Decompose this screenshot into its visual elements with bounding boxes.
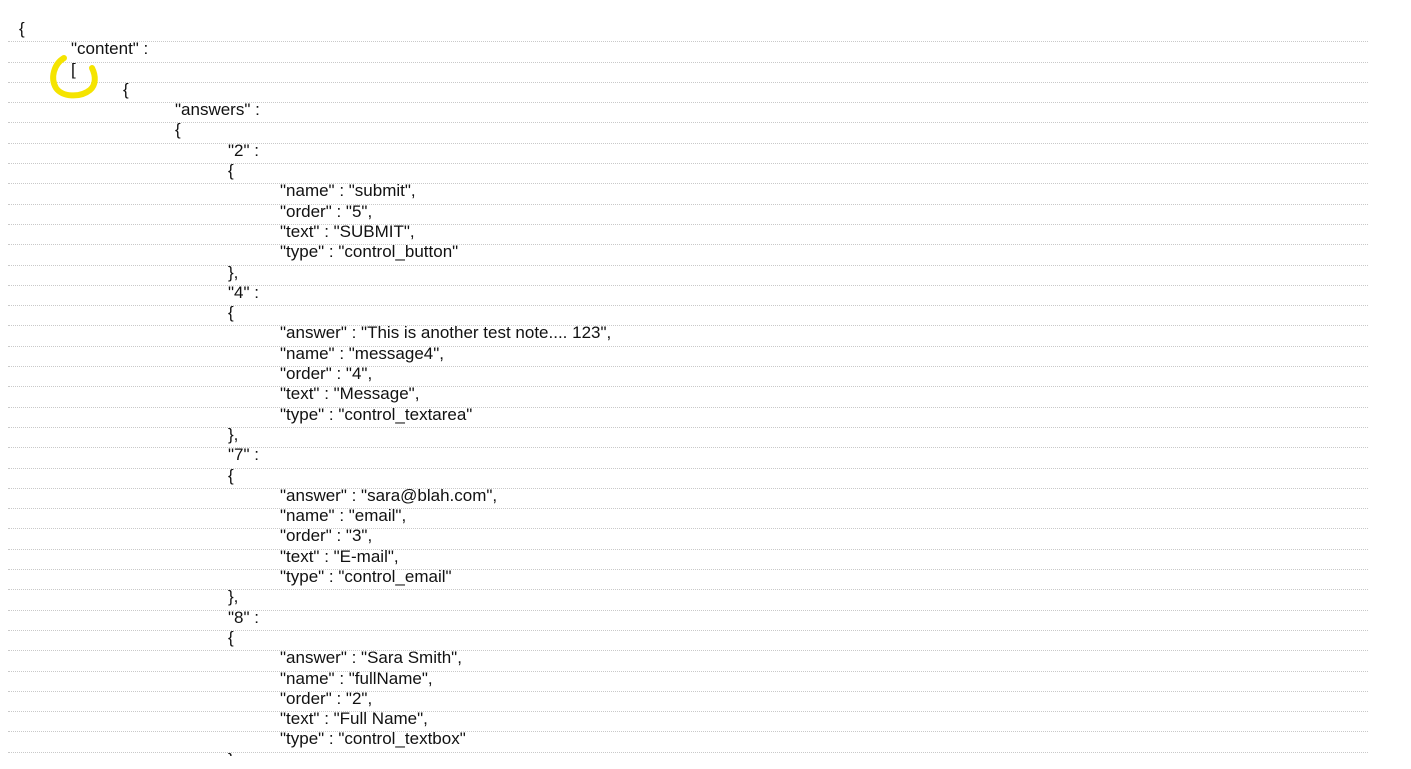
json-line: "text" : "E-mail", bbox=[8, 547, 1368, 571]
json-line: { bbox=[8, 303, 1368, 327]
json-line: "8" : bbox=[8, 608, 1368, 631]
json-line: "type" : "control_textbox" bbox=[8, 729, 1368, 753]
json-document: { "content" : [ { "answers" : { "2" : { … bbox=[8, 8, 1403, 756]
json-line: "order" : "5", bbox=[8, 202, 1368, 225]
json-line: "text" : "SUBMIT", bbox=[8, 222, 1368, 246]
json-line: "type" : "control_button" bbox=[8, 242, 1368, 266]
json-line: "answer" : "Sara Smith", bbox=[8, 648, 1368, 672]
json-line: "name" : "message4", bbox=[8, 344, 1368, 368]
json-line: }, bbox=[8, 425, 1368, 449]
json-line: "name" : "fullName", bbox=[8, 669, 1368, 692]
json-line: [ bbox=[8, 60, 1368, 83]
json-line: }, bbox=[8, 587, 1368, 611]
json-line: { bbox=[8, 466, 1368, 489]
json-line: "text" : "Full Name", bbox=[8, 709, 1368, 733]
json-line: "order" : "3", bbox=[8, 526, 1368, 550]
json-line: "2" : bbox=[8, 141, 1368, 165]
json-line: "type" : "control_textarea" bbox=[8, 405, 1368, 428]
json-line: }, bbox=[8, 750, 1368, 756]
json-line: "answers" : bbox=[8, 100, 1368, 124]
json-line: { bbox=[8, 161, 1368, 185]
json-line: { bbox=[8, 80, 1368, 104]
json-line: { bbox=[8, 19, 1368, 43]
json-text-view: { "content" : [ { "answers" : { "2" : { … bbox=[8, 19, 1368, 756]
json-line: "order" : "2", bbox=[8, 689, 1368, 713]
json-line: "name" : "submit", bbox=[8, 181, 1368, 205]
json-line: "order" : "4", bbox=[8, 364, 1368, 388]
json-line: "name" : "email", bbox=[8, 506, 1368, 530]
json-line: { bbox=[8, 628, 1368, 652]
json-line: { bbox=[8, 120, 1368, 144]
json-line: }, bbox=[8, 263, 1368, 286]
json-line: "answer" : "This is another test note...… bbox=[8, 323, 1368, 347]
json-line: "4" : bbox=[8, 283, 1368, 307]
json-line: "content" : bbox=[8, 39, 1368, 63]
json-line: "7" : bbox=[8, 445, 1368, 469]
json-line: "answer" : "sara@blah.com", bbox=[8, 486, 1368, 510]
json-line: "text" : "Message", bbox=[8, 384, 1368, 408]
json-line: "type" : "control_email" bbox=[8, 567, 1368, 591]
